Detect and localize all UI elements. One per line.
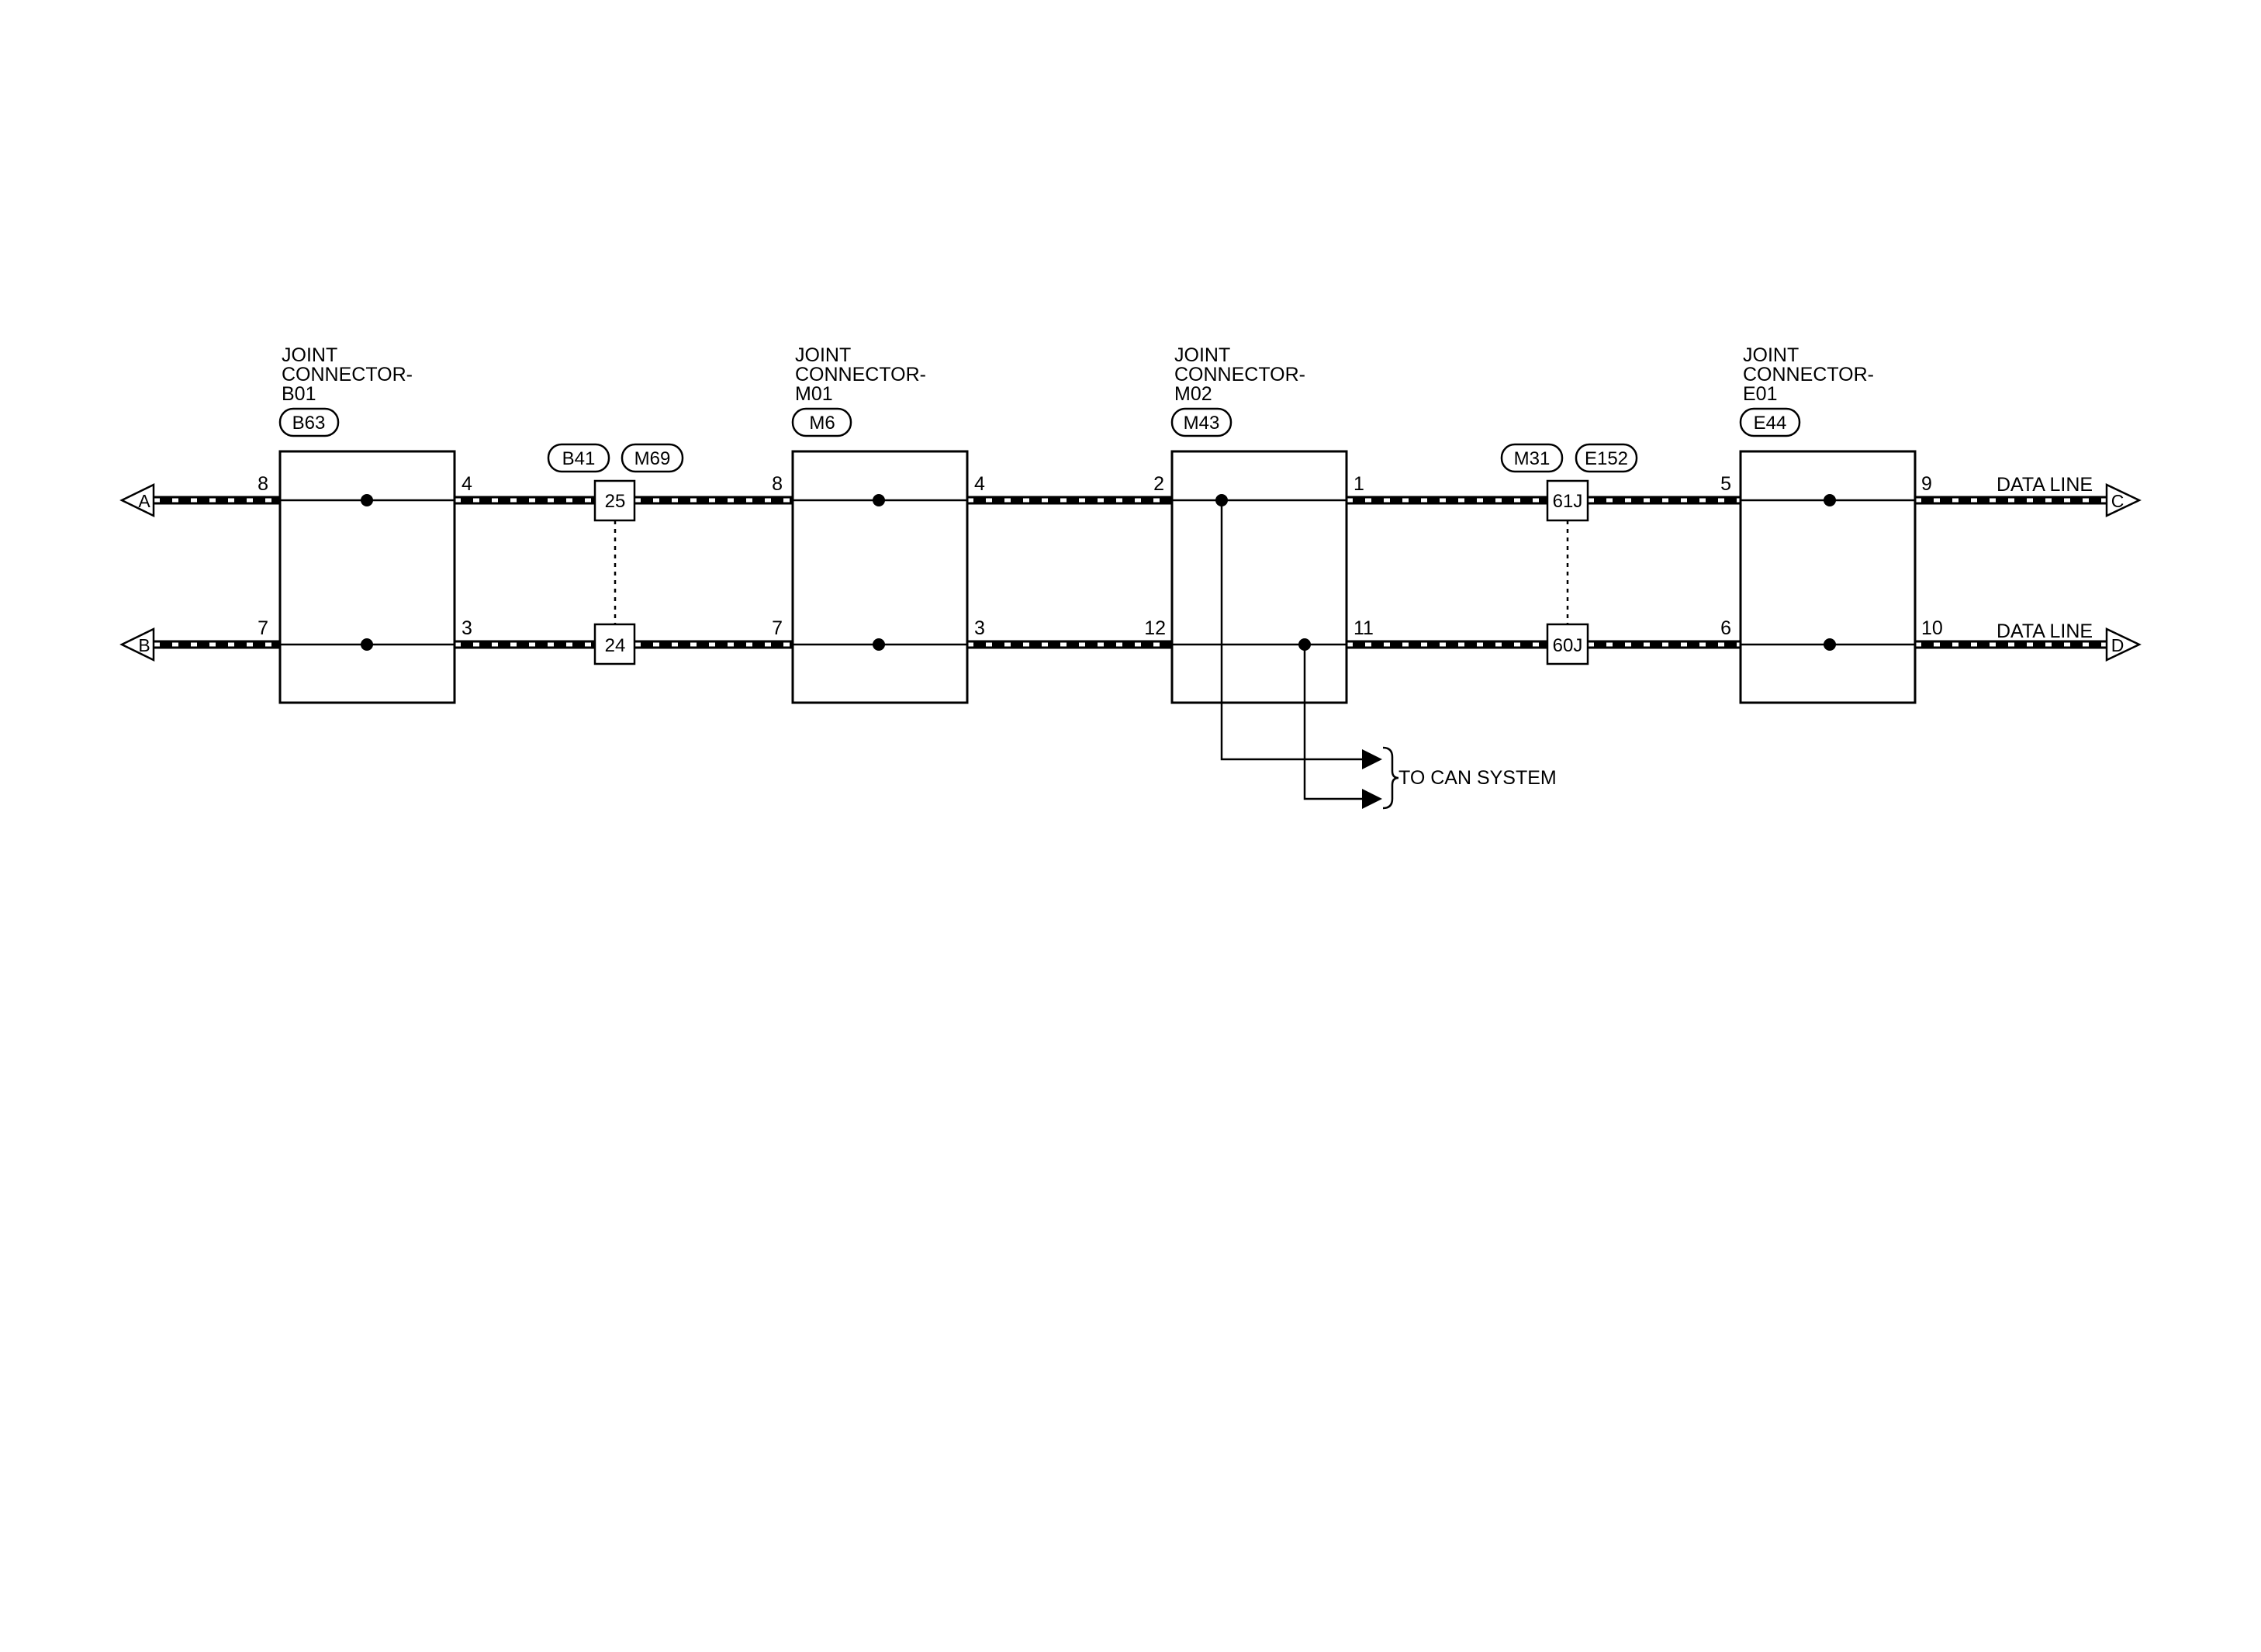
arrow-right-icon <box>1362 749 1382 769</box>
connector-tag-m31: M31 <box>1514 448 1551 469</box>
joint-connector-title-line3: M02 <box>1174 383 1212 405</box>
connector-id-e44: E44 <box>1754 413 1787 434</box>
joint-connector-box <box>791 450 969 704</box>
connector-tag-b41: B41 <box>562 448 596 469</box>
pin-label: 4 <box>974 473 985 495</box>
joint-connector-m02: JOINT CONNECTOR- M02 M43 2 1 12 11 <box>1144 344 1374 800</box>
joint-connector-title-line2: CONNECTOR- <box>282 364 413 385</box>
splice-node <box>873 638 885 651</box>
arrow-right-icon <box>1362 789 1382 809</box>
can-branch-high <box>1220 500 1365 761</box>
joint-connector-title-line1: JOINT <box>1174 344 1230 366</box>
joint-connector-title-line3: B01 <box>282 383 316 405</box>
harness-wires <box>154 496 2107 649</box>
pin-label: 11 <box>1353 617 1374 639</box>
connector-tag-e152: E152 <box>1585 448 1628 469</box>
connector-tag-pill <box>1500 443 1564 473</box>
terminal-b-label: B <box>138 635 150 655</box>
terminal-b: B <box>119 627 155 662</box>
joint-connector-title-line3: M01 <box>795 383 833 405</box>
joint-connector-title-line1: JOINT <box>795 344 851 366</box>
connector-id-m43: M43 <box>1184 413 1220 434</box>
connector-tag-pill <box>547 443 610 473</box>
inline-connector-m31-e152: M31 E152 61J 60J <box>1500 443 1638 665</box>
inline-pin-box <box>1546 623 1589 665</box>
splice-node <box>873 494 885 506</box>
splice-node <box>1824 494 1836 506</box>
connector-tag-pill <box>1575 443 1638 473</box>
pin-label: 9 <box>1921 473 1932 495</box>
connector-id-pill <box>791 407 852 437</box>
inline-pin-box <box>1546 479 1589 522</box>
joint-connector-title-line3: E01 <box>1743 383 1777 405</box>
splice-node <box>361 638 373 651</box>
inline-pin-label: 25 <box>605 491 626 512</box>
splice-node <box>1824 638 1836 651</box>
inline-pin-box <box>593 479 636 522</box>
pin-label: 3 <box>462 617 472 639</box>
inline-pin-box <box>593 623 636 665</box>
pin-label: 5 <box>1720 473 1731 495</box>
terminal-c-label: C <box>2111 491 2124 511</box>
terminal-d-label: D <box>2111 635 2124 655</box>
joint-connector-title-line2: CONNECTOR- <box>1743 364 1874 385</box>
joint-connector-box <box>278 450 456 704</box>
can-branch-low <box>1303 645 1365 800</box>
data-line-label-bottom: DATA LINE <box>1997 620 2093 642</box>
joint-connector-title-line1: JOINT <box>1743 344 1799 366</box>
pin-label: 7 <box>258 617 268 639</box>
terminal-a: A <box>119 482 155 518</box>
joint-connector-m01: JOINT CONNECTOR- M01 M6 8 4 7 3 <box>772 344 985 704</box>
pin-label: 8 <box>258 473 268 495</box>
pin-label: 8 <box>772 473 783 495</box>
terminal-d: D <box>2105 627 2142 662</box>
connector-tag-pill <box>621 443 684 473</box>
pin-label: 3 <box>974 617 985 639</box>
splice-node <box>361 494 373 506</box>
joint-connector-box <box>1170 450 1348 704</box>
can-system-label: TO CAN SYSTEM <box>1398 767 1557 789</box>
pin-label: 6 <box>1720 617 1731 639</box>
joint-connector-title-line2: CONNECTOR- <box>1174 364 1305 385</box>
pin-label: 10 <box>1921 617 1943 639</box>
pin-label: 7 <box>772 617 783 639</box>
joint-connector-title-line1: JOINT <box>282 344 337 366</box>
connector-id-m6: M6 <box>809 413 835 434</box>
terminal-a-label: A <box>138 491 150 511</box>
can-system-callout: TO CAN SYSTEM <box>1362 746 1557 810</box>
inline-pin-label: 60J <box>1553 635 1583 656</box>
inline-pin-label: 61J <box>1553 491 1583 512</box>
inline-pin-label: 24 <box>605 635 626 656</box>
pin-label: 12 <box>1144 617 1166 639</box>
connector-id-b63: B63 <box>292 413 326 434</box>
joint-connector-title-line2: CONNECTOR- <box>795 364 926 385</box>
connector-id-pill <box>1739 407 1801 437</box>
connector-tag-m69: M69 <box>634 448 671 469</box>
connector-id-pill <box>1170 407 1232 437</box>
joint-connector-box <box>1739 450 1917 704</box>
terminal-c: C <box>2105 483 2142 517</box>
pin-label: 4 <box>462 473 472 495</box>
data-line-label-top: DATA LINE <box>1997 474 2093 496</box>
joint-connector-b01: JOINT CONNECTOR- B01 B63 8 4 7 3 <box>258 344 472 704</box>
joint-connector-e01: JOINT CONNECTOR- E01 E44 5 9 6 10 <box>1720 344 1943 704</box>
pin-label: 1 <box>1353 473 1364 495</box>
inline-connector-b41-m69: B41 M69 25 24 <box>547 443 684 665</box>
pin-label: 2 <box>1153 473 1164 495</box>
connector-id-pill <box>278 407 340 437</box>
curly-brace-icon <box>1382 746 1399 810</box>
